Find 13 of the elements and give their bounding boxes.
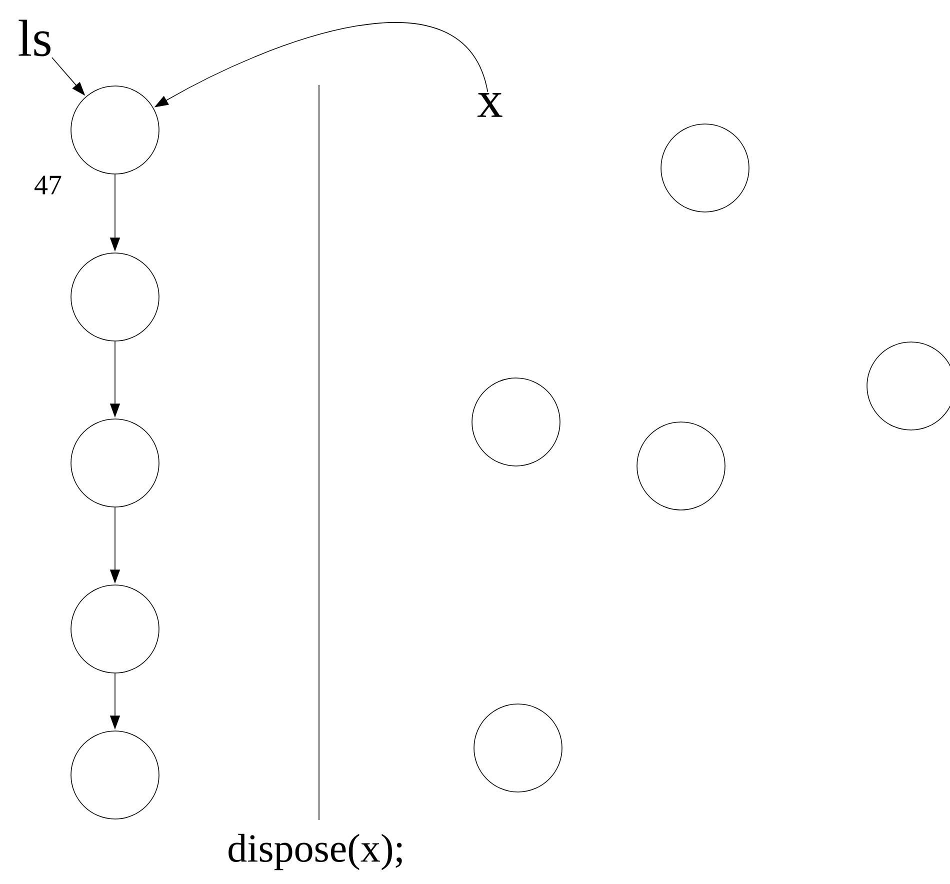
list-cell-circle <box>70 252 160 342</box>
list-cell-circle <box>660 124 750 212</box>
list-cell-circle <box>636 422 726 510</box>
list-cell-circle <box>472 378 560 466</box>
pointer-label: x <box>477 93 502 117</box>
list-cell-circle <box>70 418 160 508</box>
list-cell-circle <box>70 730 160 820</box>
list-cell-circle <box>70 584 160 674</box>
list-cell-circle <box>474 704 562 792</box>
code-label: dispose(x); <box>228 834 402 870</box>
pointer-label: ls <box>18 20 50 56</box>
list-cell-circle <box>70 86 160 174</box>
address-label: 47 <box>34 176 62 194</box>
